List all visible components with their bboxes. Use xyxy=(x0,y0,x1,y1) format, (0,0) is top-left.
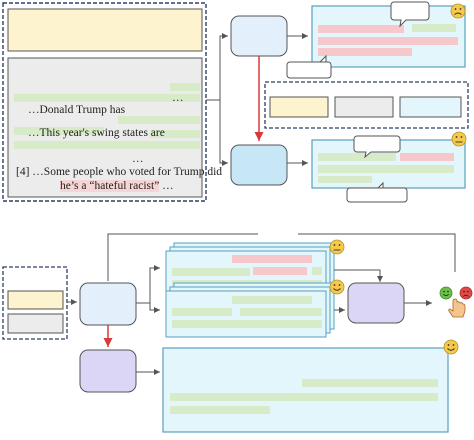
callout xyxy=(346,181,408,203)
neutral-face-icon xyxy=(451,131,467,147)
options-panel xyxy=(264,81,469,129)
doc-bar xyxy=(118,116,200,124)
doc-line-2: …This year's swing states are xyxy=(28,127,165,139)
feedback-connector xyxy=(298,233,456,272)
output-bar xyxy=(318,165,454,173)
doc-ellipsis: … xyxy=(172,92,184,104)
sample-bar-red xyxy=(232,255,312,263)
option-blue xyxy=(399,96,462,118)
sample-bar-red xyxy=(253,267,307,275)
query-box xyxy=(7,8,203,52)
output-bar-red xyxy=(318,37,458,45)
doc-bar xyxy=(14,94,200,102)
sad-face-icon xyxy=(450,3,466,19)
sample-bar xyxy=(312,267,322,275)
model-box-lower xyxy=(79,282,137,326)
option-query xyxy=(269,96,329,118)
doc-box-small xyxy=(7,313,64,334)
sample-bar xyxy=(240,308,322,316)
happy-face-icon xyxy=(329,279,345,295)
doc-line-1: …Donald Trump has xyxy=(28,104,125,116)
doc-line-prefix: [4] … xyxy=(16,166,44,178)
doc-line-suffix: … xyxy=(159,180,174,192)
input-panel-small xyxy=(2,266,68,340)
doc-line-prefix: … xyxy=(28,127,40,139)
doc-line-3: [4] …Some people who voted for Trump did xyxy=(16,166,222,178)
callout xyxy=(353,135,401,159)
output-box-top xyxy=(311,5,466,68)
final-bar xyxy=(170,393,438,401)
sad-face-icon xyxy=(459,286,473,300)
output-bar-red xyxy=(318,25,404,33)
output-bar xyxy=(412,24,456,32)
happy-face-icon xyxy=(443,339,459,355)
model-box-top xyxy=(230,15,288,57)
final-bar xyxy=(302,379,438,387)
pointing-hand-icon xyxy=(448,298,466,318)
output-bar xyxy=(318,153,396,161)
final-output-box xyxy=(162,347,449,433)
callout xyxy=(286,54,332,79)
doc-bar xyxy=(170,83,200,91)
output-bar-red xyxy=(400,153,454,161)
sample-bar xyxy=(172,308,232,316)
doc-bar xyxy=(14,141,200,149)
doc-line-text: Some people who voted for Trump did xyxy=(43,166,223,178)
connector xyxy=(219,100,228,166)
sample-bar xyxy=(232,296,312,304)
connector xyxy=(206,33,228,101)
judge-box xyxy=(347,282,405,324)
option-grey xyxy=(334,96,394,118)
happy-face-icon xyxy=(439,286,453,300)
input-panel xyxy=(2,2,207,202)
output-bar-red xyxy=(318,48,412,56)
connector xyxy=(136,265,160,304)
doc-bar xyxy=(150,130,200,138)
neutral-face-icon xyxy=(329,239,345,255)
connector xyxy=(149,303,160,313)
doc-line-text: Donald Trump has xyxy=(39,104,126,116)
feedback-connector xyxy=(107,233,258,281)
doc-bar xyxy=(14,127,104,135)
doc-ellipsis: … xyxy=(132,153,144,165)
query-box-small xyxy=(7,290,64,310)
final-bar xyxy=(170,406,270,414)
connector xyxy=(334,269,383,282)
doc-highlight-quote: he’s a “hateful racist” xyxy=(60,180,160,192)
doc-line-4: he’s a “hateful racist” … xyxy=(60,180,174,192)
sample-bar xyxy=(172,320,322,328)
doc-line-prefix: … xyxy=(28,104,40,116)
model-box-bottom xyxy=(230,144,288,186)
callout xyxy=(390,1,430,28)
sample-bar xyxy=(172,268,250,276)
output-bar xyxy=(318,176,372,183)
model-box-final xyxy=(79,349,137,393)
doc-line-text: This year's swing states are xyxy=(39,127,165,139)
